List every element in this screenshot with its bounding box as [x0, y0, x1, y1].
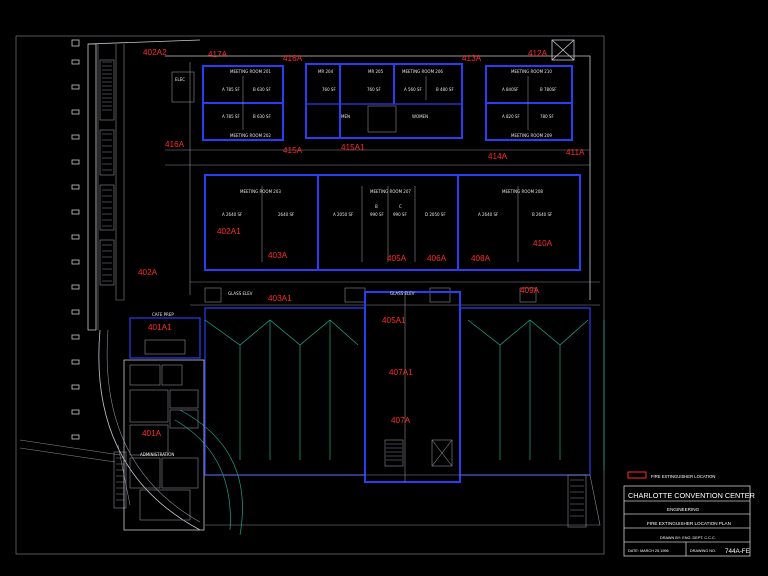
area-label: A 785 SF [222, 87, 240, 92]
room-label-204: MR 204 [318, 69, 334, 74]
legend-label: FIRE EXTINGUISHER LOCATION [651, 474, 715, 479]
area-label: B [375, 204, 378, 209]
area-label: 760 SF [367, 87, 381, 92]
room-label-elec: ELEC [175, 77, 185, 82]
extinguisher-406A: 406A [427, 254, 447, 263]
legend-swatch [627, 471, 647, 479]
area-label: A 2640 SF [478, 212, 499, 217]
extinguisher-414A: 414A [488, 152, 508, 161]
extinguisher-402A2: 402A2 [143, 48, 167, 57]
meeting-room-201-202 [171, 65, 284, 141]
west-wall [87, 39, 201, 331]
room-label-glass-elev-1: GLASS ELEV [228, 291, 253, 296]
area-label: A 2050 SF [333, 212, 354, 217]
area-label: 990 SF [393, 212, 407, 217]
room-label-cafe: CAFE PREP [152, 312, 174, 317]
extinguisher-412A: 412A [528, 49, 548, 58]
room-label-men: MEN [341, 114, 350, 119]
extinguisher-403A: 403A [268, 251, 288, 260]
extinguisher-405A1: 405A1 [382, 316, 406, 325]
title-drawn-by: DRAWN BY: ENG. DEPT. C.C.C. [660, 536, 716, 540]
extinguisher-labels: 402A2 417A 416A 413A 412A 416A 415A 415A… [138, 48, 585, 438]
area-label: A 840SF [502, 87, 519, 92]
extinguisher-416A: 416A [165, 140, 185, 149]
area-label: 780 SF [540, 114, 554, 119]
room-label-205: MR 205 [368, 69, 384, 74]
room-label-women: WOMEN [412, 114, 428, 119]
legend: FIRE EXTINGUISHER LOCATION [627, 471, 715, 479]
extinguisher-403A1: 403A1 [268, 294, 292, 303]
extinguisher-401A: 401A [142, 429, 162, 438]
extinguisher-413A: 413A [462, 54, 482, 63]
title-org: CHARLOTTE CONVENTION CENTER [628, 491, 755, 500]
title-drawing-no: 744A-FE [725, 548, 750, 555]
area-label: A 560 SF [404, 87, 422, 92]
extinguisher-401A1: 401A1 [148, 323, 172, 332]
room-label-glass-elev-2: GLASS ELEV [390, 291, 415, 296]
extinguisher-402A1: 402A1 [217, 227, 241, 236]
area-label: B 2640 SF [532, 212, 553, 217]
exhibit-hall [204, 291, 605, 528]
drawing-frame [15, 35, 605, 555]
room-label-admin: ADMINISTRATION [140, 452, 174, 457]
title-drawing-no-label: DRAWING NO. [690, 549, 716, 553]
area-labels: A 785 SF B 630 SF A 785 SF B 630 SF 760 … [222, 87, 557, 217]
title-dept: ENGINEERING [667, 507, 700, 512]
extinguisher-407A1: 407A1 [389, 368, 413, 377]
area-label: 990 SF [370, 212, 384, 217]
room-label-201: MEETING ROOM 201 [230, 69, 271, 74]
extinguisher-410A: 410A [533, 239, 553, 248]
extinguisher-411A: 411A [566, 148, 585, 157]
extinguisher-415A: 415A [283, 146, 303, 155]
admin-area [123, 317, 205, 531]
title-plan: FIRE EXTINGUISHER LOCATION PLAN [647, 521, 731, 526]
area-label: C [399, 204, 402, 209]
curved-lobby [19, 329, 243, 536]
area-label: B 630 SF [253, 87, 271, 92]
room-label-209: MEETING ROOM 209 [511, 133, 552, 138]
meeting-room-204-206 [305, 63, 463, 139]
area-label: 760 SF [322, 87, 336, 92]
extinguisher-417A: 417A [208, 50, 228, 59]
extinguisher-409A: 409A [520, 286, 540, 295]
column-grid-left [71, 39, 80, 440]
room-label-203: MEETING ROOM 203 [240, 189, 281, 194]
room-label-210: MEETING ROOM 210 [511, 69, 552, 74]
title-date: DATE: MARCH 25,1996 [628, 549, 669, 553]
area-label: B 630 SF [253, 114, 271, 119]
extinguisher-407A: 407A [391, 416, 411, 425]
room-label-206: MEETING ROOM 206 [402, 69, 443, 74]
extinguisher-402A: 402A [138, 268, 158, 277]
room-label-208: MEETING ROOM 208 [502, 189, 543, 194]
room-label-202: MEETING ROOM 202 [230, 133, 271, 138]
area-label: A 785 SF [222, 114, 240, 119]
area-label: B 780SF [540, 87, 557, 92]
extinguisher-405A: 405A [387, 254, 407, 263]
area-label: 2640 SF [278, 212, 295, 217]
room-label-207: MEETING ROOM 207 [370, 189, 411, 194]
title-block: CHARLOTTE CONVENTION CENTER ENGINEERING … [623, 485, 755, 557]
area-label: B 480 SF [436, 87, 454, 92]
room-labels: MEETING ROOM 201 MEETING ROOM 202 MR 204… [140, 69, 552, 457]
area-label: A 2640 SF [222, 212, 243, 217]
meeting-room-209-210 [485, 39, 575, 141]
extinguisher-415A1: 415A1 [341, 143, 365, 152]
area-label: A 820 SF [502, 114, 520, 119]
extinguisher-408A: 408A [471, 254, 491, 263]
meeting-room-203-207-208 [204, 174, 581, 271]
extinguisher-416A-top: 416A [283, 54, 303, 63]
area-label: D 2050 SF [425, 212, 446, 217]
